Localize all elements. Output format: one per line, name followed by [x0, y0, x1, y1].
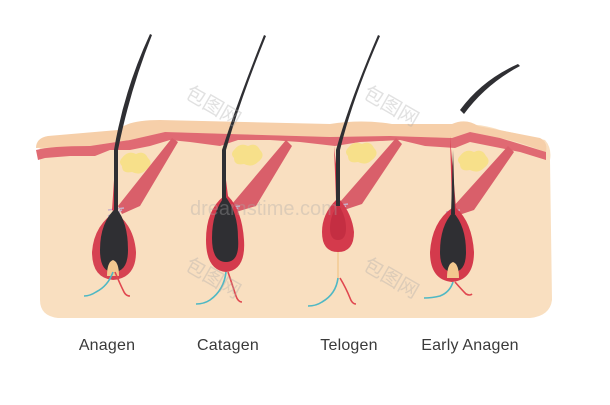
hair-bulb — [212, 196, 239, 262]
arrector-muscle-icon — [232, 140, 292, 212]
blood-vessel — [454, 281, 473, 296]
sebaceous-gland-icon — [120, 152, 151, 174]
dermal-papilla — [107, 260, 119, 276]
stage-label-early-anagen: Early Anagen — [421, 337, 519, 354]
club-hair-bulb — [330, 204, 346, 240]
hair-shaft — [114, 34, 152, 212]
sebaceous-gland-icon — [458, 150, 489, 172]
stage-label-telogen: Telogen — [320, 337, 378, 354]
stage-label-catagen: Catagen — [197, 337, 259, 354]
follicle-telogen — [307, 35, 402, 307]
new-hair-bulb — [440, 212, 466, 272]
dermal-papilla — [447, 262, 459, 278]
hair-bulb — [100, 208, 128, 272]
nerve-fiber — [83, 271, 114, 297]
nerve-fiber — [307, 277, 339, 307]
arrector-muscle-icon — [340, 138, 402, 210]
follicle-anagen — [83, 34, 178, 297]
stage-label-anagen: Anagen — [78, 337, 136, 354]
skin-block — [36, 120, 553, 318]
nerve-fiber — [195, 271, 227, 305]
follicle-catagen — [195, 35, 292, 305]
arrector-muscle-icon — [452, 146, 514, 216]
follicle-early-anagen — [423, 64, 520, 299]
arrector-muscle-icon — [118, 138, 178, 214]
sebaceous-gland-icon — [346, 142, 377, 164]
blood-vessel — [114, 271, 131, 297]
shed-hair — [460, 64, 520, 114]
blood-vessel — [339, 277, 357, 305]
nerve-fiber — [423, 281, 454, 299]
sebaceous-gland-icon — [232, 144, 263, 166]
new-hair-shaft — [451, 150, 455, 214]
epidermis-red-layer — [36, 132, 546, 160]
dermis — [39, 121, 553, 318]
epidermis-top-layer — [36, 120, 547, 152]
blood-vessel — [227, 271, 243, 303]
